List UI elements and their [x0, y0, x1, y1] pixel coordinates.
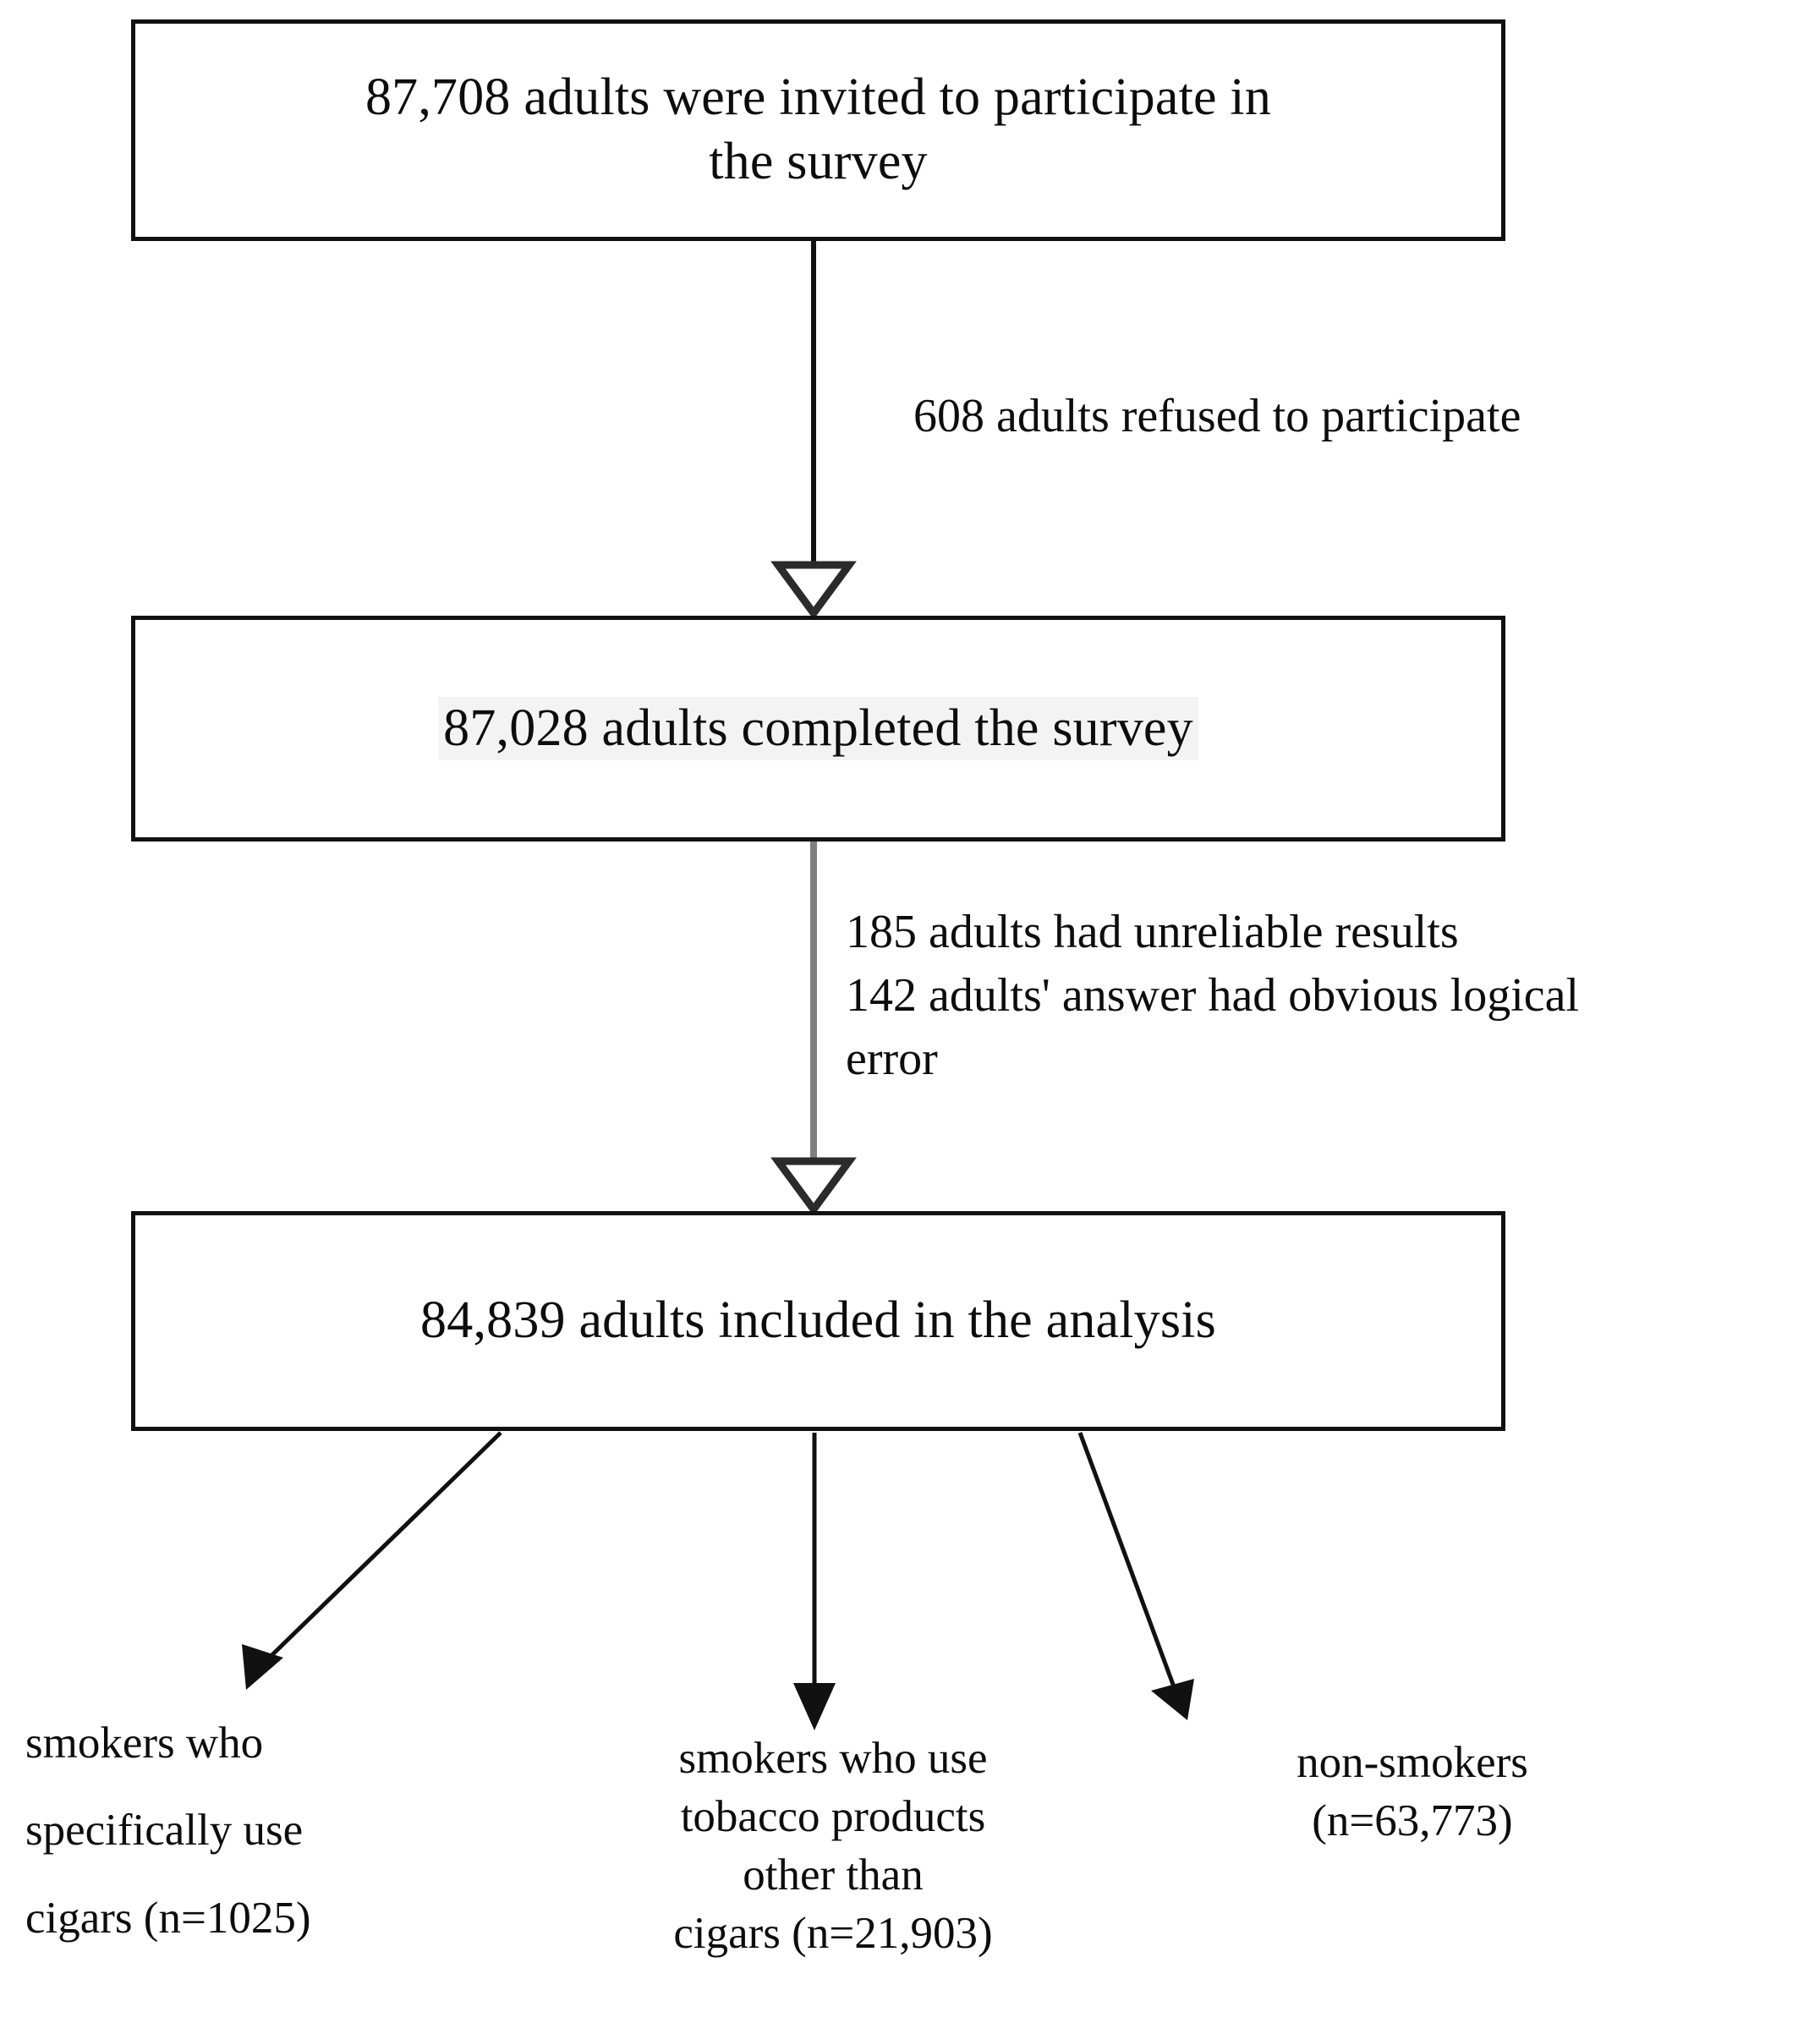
flow-box-invited: 87,708 adults were invited to participat…	[131, 19, 1505, 241]
leaf-label-non-smokers: non-smokers (n=63,773)	[1296, 1738, 1528, 1845]
edge-label-refused: 608 adults refused to participate	[913, 390, 1521, 442]
leaf-label-cigar-smokers: smokers who specifically use cigars (n=1…	[25, 1719, 311, 1943]
flow-box-invited-text: 87,708 adults were invited to participat…	[365, 69, 1272, 190]
connector-analyzed-to-cigar-smokers	[242, 1431, 502, 1690]
connector-invited-to-completed	[770, 241, 857, 620]
flow-box-analyzed: 84,839 adults included in the analysis	[131, 1211, 1505, 1431]
edge-label-excluded: 185 adults had unreliable results 142 ad…	[846, 906, 1580, 1086]
flow-box-completed: 87,028 adults completed the survey	[131, 616, 1505, 842]
flow-box-completed-inner: 87,028 adults completed the survey	[135, 696, 1501, 761]
flow-box-completed-text: 87,028 adults completed the survey	[438, 696, 1198, 761]
flow-box-analyzed-text: 84,839 adults included in the analysis	[420, 1291, 1216, 1350]
connector-completed-to-analyzed	[770, 842, 857, 1216]
connector-analyzed-to-non-smokers	[1077, 1432, 1194, 1720]
leaf-label-other-tobacco-smokers: smokers who use tobacco products other t…	[673, 1734, 993, 1958]
connector-analyzed-to-other-tobacco	[793, 1433, 836, 1730]
